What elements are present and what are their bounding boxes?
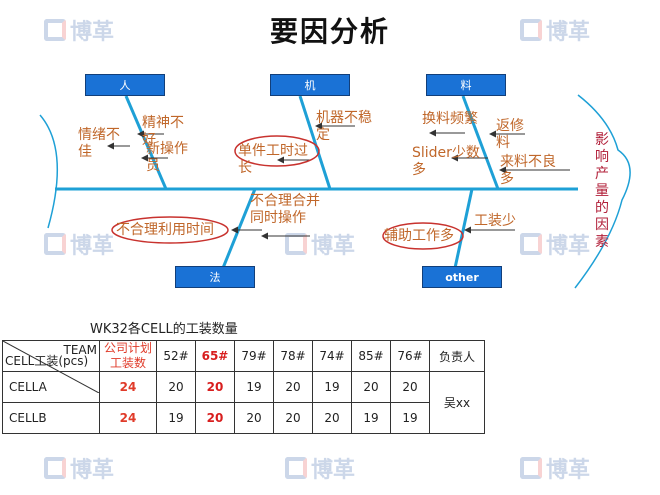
team-value: 19	[234, 371, 274, 403]
effect-label: 影响产量的因素	[595, 132, 609, 250]
category-box-people: 人	[85, 74, 165, 96]
watermark-logo: 博革	[520, 228, 590, 260]
team-value: 20	[390, 371, 430, 403]
category-box-machine: 机	[270, 74, 350, 96]
team-header: 65#	[195, 340, 235, 372]
watermark-logo: 博革	[44, 228, 114, 260]
team-value: 20	[351, 371, 391, 403]
category-box-material: 料	[426, 74, 506, 96]
category-box-other: other	[422, 266, 502, 288]
watermark-logo: 博革	[285, 452, 355, 484]
corner-diagonal	[3, 341, 99, 393]
team-value: 20	[195, 371, 235, 403]
watermark-text: 博革	[70, 458, 115, 483]
highlight-circle	[382, 222, 464, 250]
cause-label: 情绪不佳	[78, 127, 120, 160]
bone-material	[461, 95, 500, 190]
cause-label: 辅助工作多	[384, 228, 454, 244]
cause-label: Slider少数多	[412, 145, 480, 178]
table-row: CELLB 24 19 20 20 20 20 19 19	[2, 402, 485, 434]
owner-value: 吴xx	[429, 371, 485, 434]
watermark-text: 博革	[546, 458, 591, 483]
table-caption: WK32各CELL的工装数量	[90, 322, 238, 337]
highlight-circle	[234, 135, 320, 167]
team-header: 85#	[351, 340, 391, 372]
watermark-text: 博革	[311, 234, 356, 259]
bone-machine	[298, 95, 332, 190]
watermark-logo: 博革	[285, 228, 355, 260]
watermark-text: 博革	[546, 20, 591, 45]
logo-mark-icon	[44, 457, 66, 479]
team-header: 52#	[156, 340, 196, 372]
corner-bottom-label: CELL工装(pcs)	[5, 354, 89, 368]
watermark-logo: 博革	[44, 452, 114, 484]
team-header: 79#	[234, 340, 274, 372]
logo-mark-icon	[44, 19, 66, 41]
page-title: 要因分析	[269, 15, 390, 48]
table-header-row: TEAM CELL工装(pcs) 公司计划工装数 52# 65# 79# 78#…	[2, 340, 485, 393]
table-corner-cell: TEAM CELL工装(pcs)	[2, 340, 100, 393]
watermark-text: 博革	[311, 458, 356, 483]
team-value: 19	[351, 402, 391, 434]
corner-top-label: TEAM	[63, 343, 97, 357]
team-header: 78#	[273, 340, 313, 372]
logo-mark-icon	[285, 457, 307, 479]
team-value: 20	[273, 402, 313, 434]
watermark-text: 博革	[546, 234, 591, 259]
cause-label: 精神不好	[142, 115, 184, 148]
team-value: 20	[195, 402, 235, 434]
team-value: 19	[156, 402, 196, 434]
fish-head	[574, 94, 631, 289]
watermark-logo: 博革	[520, 14, 590, 46]
team-header: 74#	[312, 340, 352, 372]
plan-value: 24	[99, 371, 157, 403]
bone-other	[453, 188, 474, 269]
team-value: 20	[273, 371, 313, 403]
watermark-text: 博革	[70, 234, 115, 259]
bone-method	[221, 188, 257, 269]
plan-header: 公司计划工装数	[99, 340, 157, 372]
bone-people	[124, 95, 168, 190]
cause-label: 来料不良多	[500, 154, 556, 187]
fish-tail	[39, 114, 59, 229]
cause-label: 换料频繁	[422, 111, 478, 127]
highlight-circle	[111, 216, 229, 244]
cause-label: 工装少	[474, 213, 516, 229]
row-name: CELLB	[2, 402, 100, 434]
team-value: 20	[312, 402, 352, 434]
logo-mark-icon	[285, 233, 307, 255]
cause-label: 返修料	[496, 118, 524, 151]
cause-label: 不合理利用时间	[116, 222, 214, 238]
logo-mark-icon	[520, 233, 542, 255]
watermark-text: 博革	[70, 20, 115, 45]
cause-label: 机器不稳定	[316, 110, 372, 143]
logo-mark-icon	[44, 233, 66, 255]
team-value: 20	[156, 371, 196, 403]
logo-mark-icon	[520, 457, 542, 479]
cause-label: 单件工时过长	[238, 143, 308, 176]
team-value: 19	[312, 371, 352, 403]
plan-value: 24	[99, 402, 157, 434]
cause-label: 新操作员	[146, 141, 188, 174]
logo-mark-icon	[520, 19, 542, 41]
team-value: 19	[390, 402, 430, 434]
team-value: 20	[234, 402, 274, 434]
watermark-logo: 博革	[44, 14, 114, 46]
cell-tooling-table: TEAM CELL工装(pcs) 公司计划工装数 52# 65# 79# 78#…	[2, 340, 485, 434]
owner-header: 负责人	[429, 340, 485, 372]
team-header: 76#	[390, 340, 430, 372]
watermark-logo: 博革	[520, 452, 590, 484]
category-box-method: 法	[175, 266, 255, 288]
cause-label: 不合理合并同时操作	[250, 193, 320, 226]
